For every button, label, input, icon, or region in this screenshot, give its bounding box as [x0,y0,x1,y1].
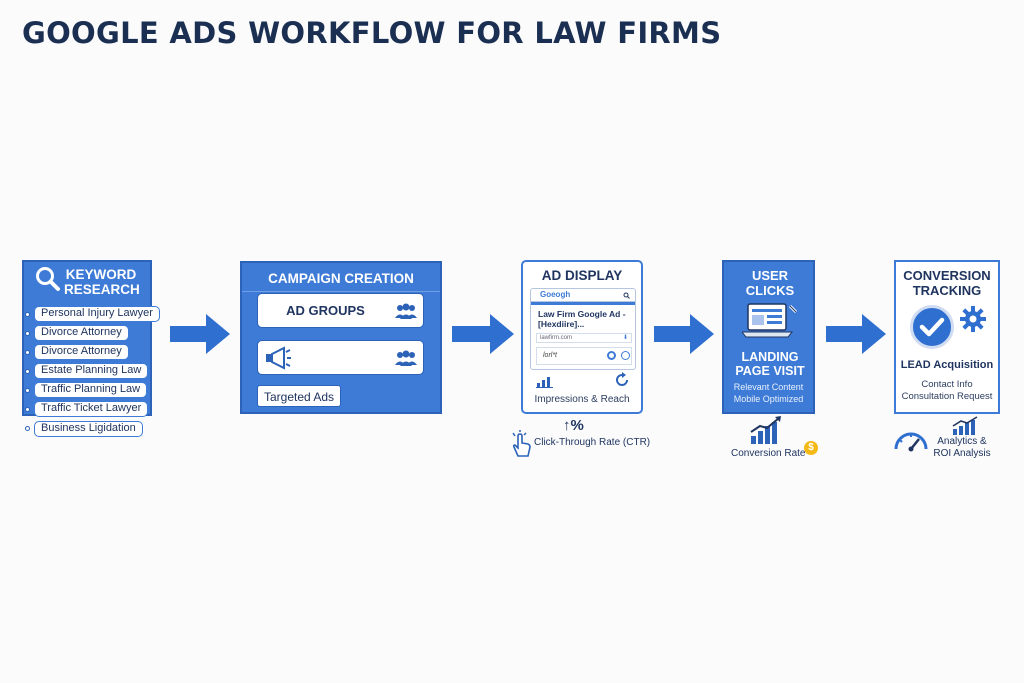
conversion-tracking-panel: CONVERSION TRACKING LEAD Acquisition Con… [894,260,1000,414]
keyword-item[interactable]: Business Ligidation [34,421,143,437]
campaign-creation-title: CAMPAIGN CREATION [268,271,414,286]
browser-logo: Goeogh [540,290,571,299]
consultation-request-label: Consultation Request [901,391,993,402]
click-hand-icon [509,430,533,463]
targeted-ads-card[interactable]: Targeted Ads [257,385,341,407]
keyword-item[interactable]: Divorce Attorney [34,325,129,341]
user-clicks-title: USER CLICKS [745,268,795,298]
ad-display-panel: AD DISPLAY Goeogh Law Firm Google Ad - [… [521,260,643,414]
user-clicks-panel: USER CLICKS LANDING PAGE VISIT Relevant … [722,260,815,414]
keyword-item[interactable]: Estate Planning Law [34,363,149,379]
ad-headline[interactable]: Law Firm Google Ad - [Hexdiire]... [538,309,626,329]
page-title: GOOGLE ADS WORKFLOW FOR LAW FIRMS [22,16,722,50]
ad-url[interactable]: lawfirm.com [540,335,573,341]
ad-snippet: lorl*t [543,352,558,359]
gauge-icon [893,427,929,458]
growth-chart-icon [749,416,783,451]
flow-arrow [826,314,886,354]
dollar-coin-icon: $ [804,441,818,455]
flow-arrow [654,314,714,354]
ad-display-caption: Impressions & Reach [534,394,630,405]
search-icon [623,292,630,299]
lead-acquisition-label: LEAD Acquisition [900,359,994,371]
refresh-icon [614,372,630,393]
analytics-label-line-2: ROI Analysis [933,448,991,459]
keyword-item[interactable]: Traffic Planning Law [34,382,148,398]
landing-page-title: LANDING PAGE VISIT [735,350,805,378]
people-group-icon [394,301,418,326]
growth-chart-icon [951,416,981,441]
keyword-item[interactable]: Personal Injury Lawyer [34,306,160,322]
conversion-rate-label: Conversion Rate [731,448,806,459]
analytics-label-line-1: Analytics & [937,436,987,447]
keyword-research-title: KEYWORD RESEARCH [64,267,140,297]
flow-arrow [452,314,514,354]
gear-icon [960,306,986,337]
campaign-megaphone-card[interactable] [257,340,424,375]
conversion-tracking-title: CONVERSION TRACKING [903,268,991,298]
keyword-item[interactable]: Traffic Ticket Lawyer [34,401,149,417]
ad-groups-label: AD GROUPS [286,303,365,318]
flow-arrow [170,314,230,354]
ctr-label: Click-Through Rate (CTR) [534,437,651,448]
browser-mockup: Goeogh Law Firm Google Ad - [Hexdiire]..… [530,288,636,370]
magnifier-icon [35,266,61,297]
people-group-icon [394,348,418,373]
landing-line-2: Mobile Optimized [733,394,804,404]
keyword-item[interactable]: Divorce Attorney [34,344,129,360]
ad-groups-card[interactable]: AD GROUPS [257,293,424,328]
checkmark-circle-icon [910,305,954,349]
laptop-icon [740,302,798,347]
keyword-list: Personal Injury Lawyer Divorce Attorney … [22,305,160,445]
landing-line-1: Relevant Content [733,382,804,392]
ctr-metric: ↑% [563,417,584,434]
bar-chart-icon [536,374,554,393]
contact-info-label: Contact Info [921,379,973,390]
megaphone-icon [264,346,292,375]
ad-display-title: AD DISPLAY [541,268,623,283]
targeted-ads-label: Targeted Ads [263,390,335,404]
